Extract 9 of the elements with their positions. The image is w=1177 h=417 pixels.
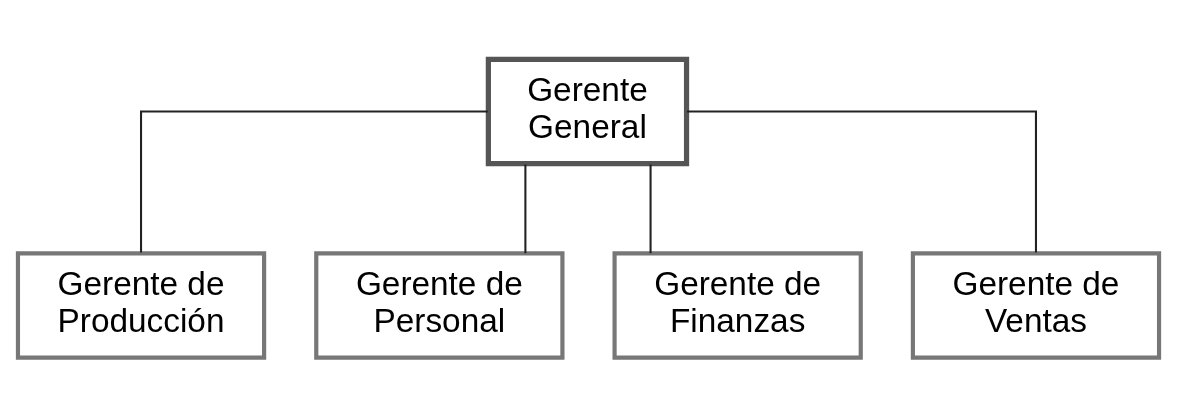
node-box: Gerente de Producción (15, 251, 267, 360)
connector (524, 164, 527, 254)
node-box: Gerente General (485, 56, 690, 167)
node-box: Gerente de Personal (314, 251, 565, 360)
connector (687, 110, 1037, 253)
connector (140, 110, 488, 253)
node-box: Gerente de Ventas (910, 251, 1162, 360)
connector (649, 164, 652, 254)
node-box: Gerente de Finanzas (612, 251, 863, 360)
